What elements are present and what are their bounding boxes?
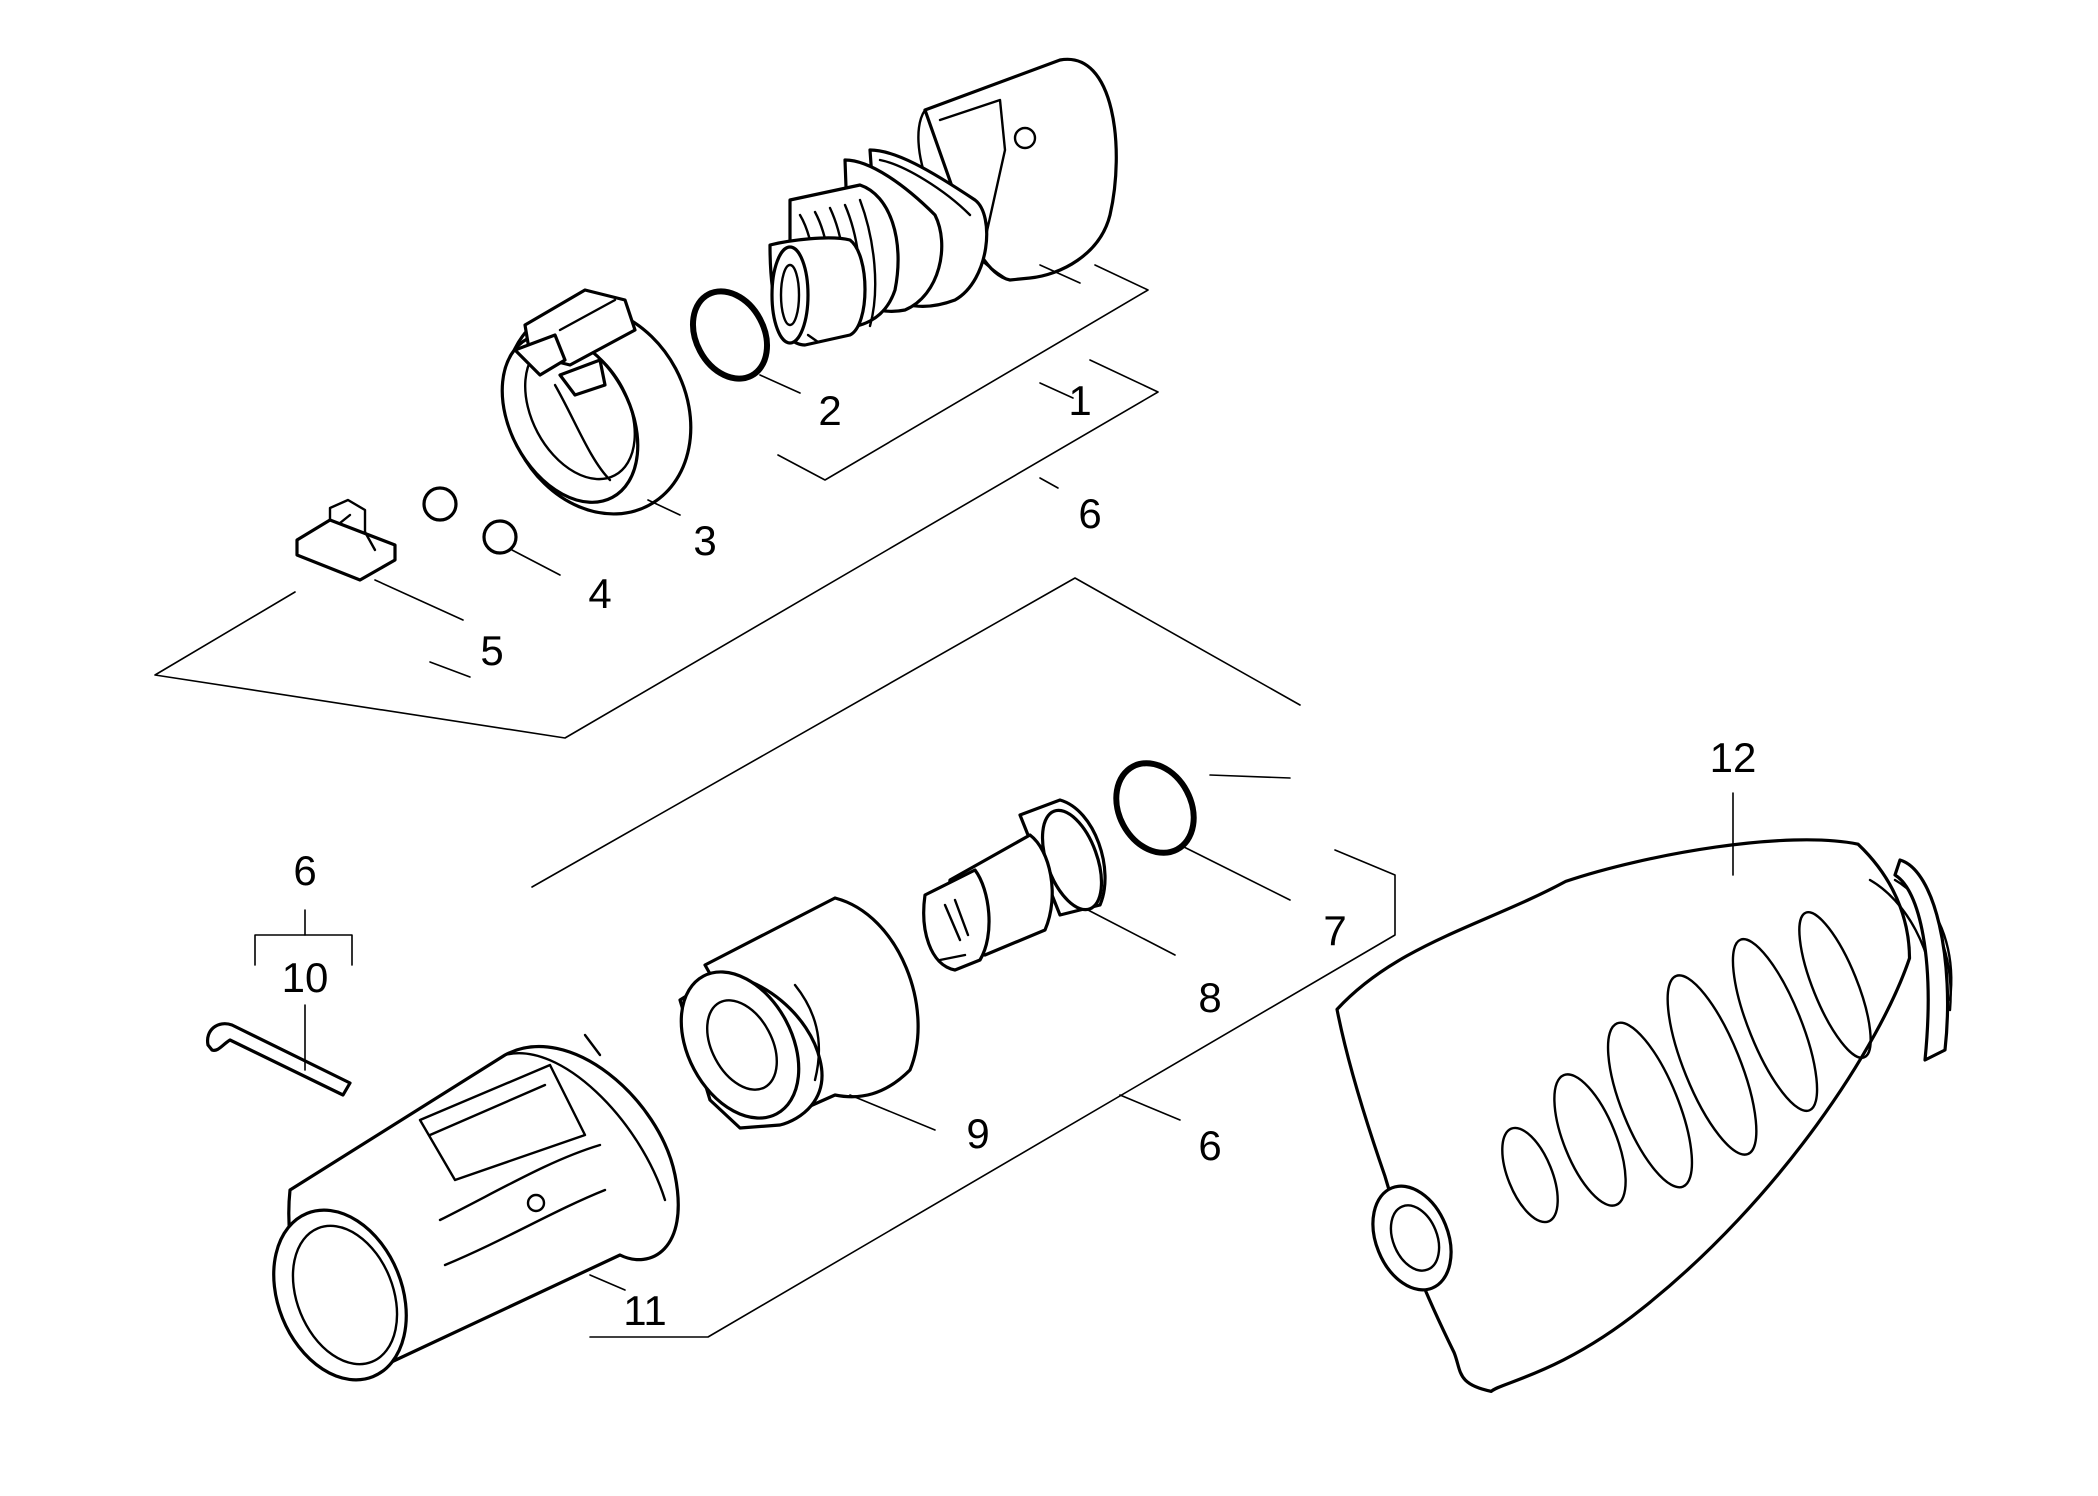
callout-6-lower: 6: [1198, 1122, 1221, 1169]
callout-1: 1: [1068, 377, 1091, 424]
part-10-allen-key: [206, 1022, 352, 1097]
callout-11: 11: [623, 1287, 667, 1334]
callout-10: 10: [282, 954, 329, 1001]
callout-6-left: 6: [293, 847, 316, 894]
callout-12: 12: [1710, 734, 1757, 781]
part-9-hex-sleeve: [678, 896, 920, 1130]
part-8-nozzle-insert: [922, 798, 1107, 972]
part-7-o-ring: [1113, 760, 1197, 856]
callout-4: 4: [588, 570, 611, 617]
callout-8: 8: [1198, 974, 1221, 1021]
part-4-balls: [422, 486, 518, 555]
part-3-locking-collar: [500, 288, 693, 516]
callout-7: 7: [1323, 907, 1346, 954]
part-2-o-ring: [690, 288, 770, 382]
callout-6-upper: 6: [1078, 490, 1101, 537]
part-5-clip: [295, 498, 397, 582]
callout-9: 9: [966, 1110, 989, 1157]
callout-labels: 1 2 3 4 5 6 6 6 7 8 9 10 11 12: [282, 377, 1757, 1334]
callout-2: 2: [818, 387, 841, 434]
callout-5: 5: [480, 627, 503, 674]
callout-3: 3: [693, 517, 716, 564]
leader-lines: [154, 264, 1734, 1338]
part-11-nozzle-housing: [272, 1033, 680, 1382]
part-1-coupling-body: [768, 57, 1118, 347]
part-12-rotating-nozzle: [1335, 838, 1953, 1393]
